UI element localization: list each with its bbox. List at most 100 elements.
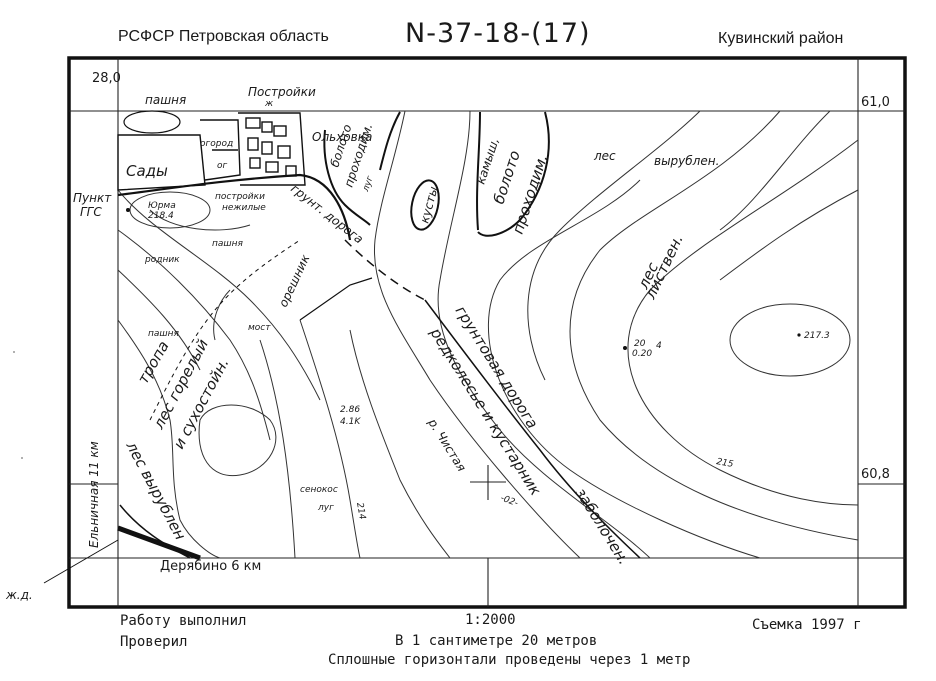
building xyxy=(245,117,261,129)
label-contour-214: 214 xyxy=(354,502,367,521)
contour-line xyxy=(627,139,859,506)
label-hazel: орешник xyxy=(276,252,313,310)
bog-boundaries xyxy=(123,110,550,237)
zhd-leader xyxy=(43,539,119,584)
contour-line xyxy=(719,110,831,231)
grid-label-y-bottom: 60,8 xyxy=(861,467,890,482)
dirt-road-dashed xyxy=(344,239,426,301)
label-pt-41: 4.1K xyxy=(340,417,361,427)
bog-boundary xyxy=(477,111,550,237)
contour-line xyxy=(117,319,221,559)
label-contour-215: 215 xyxy=(715,457,734,470)
contour-hilltop xyxy=(729,303,851,377)
bridge-leader xyxy=(299,277,373,321)
label-buildings-sub: ж xyxy=(264,99,274,109)
contour-line xyxy=(117,269,201,371)
settlement-blocks xyxy=(117,112,306,191)
map-sheet-number: N-37-18-(17) xyxy=(405,18,591,49)
bushes-outline xyxy=(410,179,440,231)
header-district: Кувинский район xyxy=(718,30,844,47)
label-og: ог xyxy=(217,161,228,171)
railway xyxy=(117,525,201,561)
garden-plot xyxy=(200,119,241,181)
footer-cm-scale: В 1 сантиметре 20 метров xyxy=(395,633,598,649)
label-pt-020: 0.20 xyxy=(632,349,652,359)
label-cut-forest-left: лес вырублен xyxy=(122,438,190,544)
contour-line xyxy=(373,110,581,559)
bog-boundary xyxy=(476,111,481,231)
label-pt-4: 4 xyxy=(656,341,662,351)
label-minus02: -02- xyxy=(499,493,519,509)
label-cut-down: вырублен. xyxy=(654,154,719,168)
roads xyxy=(43,173,641,584)
footer-checked-by: Проверил xyxy=(120,634,188,650)
speck xyxy=(21,457,23,459)
footer-contour-interval: Сплошные горизонтали проведены через 1 м… xyxy=(328,652,691,668)
ggs-point xyxy=(126,208,130,212)
dirt-road xyxy=(424,299,641,559)
building xyxy=(277,145,291,159)
label-elnichnaya: Ельничная 11 км xyxy=(87,441,101,548)
bog-boundary xyxy=(379,111,401,171)
label-hayfield: сенокос xyxy=(300,485,338,495)
label-nonres-2: нежилые xyxy=(222,203,266,213)
label-punkt: Пункт xyxy=(73,191,112,205)
label-plowland-low: пашня xyxy=(148,329,180,339)
contour-line xyxy=(117,229,271,441)
footer-performed-by: Работу выполнил xyxy=(120,613,247,629)
footer-scale: 1:2000 xyxy=(465,612,516,628)
label-meadow-low: луг xyxy=(317,503,334,513)
contour-depression xyxy=(198,404,277,477)
label-pt-286: 2.86 xyxy=(340,405,360,415)
label-plowland: пашня xyxy=(145,93,186,107)
contour-line xyxy=(527,110,701,381)
contour-line xyxy=(149,209,251,231)
label-swamped: заболочен. xyxy=(572,485,633,568)
building xyxy=(249,157,261,169)
label-elev-hilltop: 217.3 xyxy=(804,331,830,341)
contour-line xyxy=(437,110,651,559)
label-derjabino: Дерябино 6 км xyxy=(160,559,261,574)
bog-boundary xyxy=(323,129,371,226)
speck xyxy=(13,351,15,353)
village-outline xyxy=(238,112,306,186)
survey-marks xyxy=(13,208,801,459)
building xyxy=(261,121,273,133)
elev-point xyxy=(623,346,627,350)
label-meadow: луг xyxy=(361,175,376,194)
building xyxy=(273,125,287,137)
label-yurma-elev: 218.4 xyxy=(148,211,174,221)
label-garden: огород xyxy=(200,139,233,149)
footer-survey-year: Съемка 1997 г xyxy=(752,617,862,633)
label-bridge: мост xyxy=(248,323,271,333)
label-pt-20: 20 xyxy=(634,339,646,349)
contour-line xyxy=(569,110,859,541)
label-trail: тропа xyxy=(134,338,173,387)
plowland-outline xyxy=(123,110,181,134)
label-nonres-1: постройки xyxy=(215,192,265,202)
label-forest: лес xyxy=(593,149,616,163)
header-region: РСФСР Петровская область xyxy=(118,28,329,45)
label-spring: родник xyxy=(144,255,180,265)
building xyxy=(247,137,259,151)
elev-point-hilltop xyxy=(797,333,801,337)
building xyxy=(265,161,279,173)
building xyxy=(261,141,273,155)
label-yurma: Юрма xyxy=(148,201,176,211)
contour-line xyxy=(299,319,361,559)
contour-lines xyxy=(117,110,859,559)
contour-line xyxy=(259,339,296,559)
contour-line xyxy=(487,179,761,559)
grid-label-x: 28,0 xyxy=(92,71,121,86)
grid-label-y-top: 61,0 xyxy=(861,95,890,110)
label-gardens: Сады xyxy=(126,162,168,180)
coordinate-grid xyxy=(69,58,905,607)
label-bushes: кусты xyxy=(417,185,440,225)
contour-line xyxy=(117,189,321,401)
contour-line xyxy=(213,289,231,341)
map-outer-frame xyxy=(67,56,907,609)
gardens-area xyxy=(117,134,206,191)
label-ggs: ГГС xyxy=(80,205,102,219)
contour-line xyxy=(719,189,859,281)
